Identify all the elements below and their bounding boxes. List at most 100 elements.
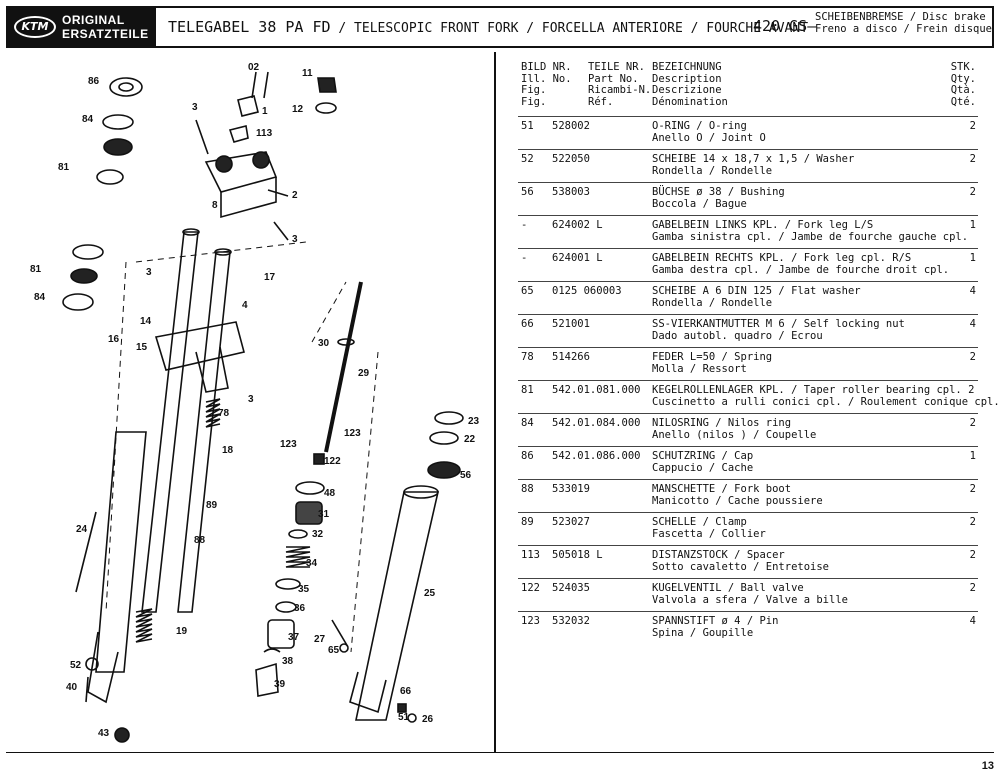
description-line-de-en: O-RING / O-ring [652,120,747,132]
header-fig: BILD NR. Ill. No. Fig. Fig. [521,61,572,108]
cell-qty: 2 [969,549,976,561]
nut-66-drawing [397,703,407,713]
callout-3c: 3 [146,267,152,278]
cell-qty: 2 [969,582,976,594]
part-37-drawing [267,619,295,649]
top-clamp-hole-left [215,155,233,173]
cap-86-hole [118,82,134,92]
fork-leg-right-drawing [355,491,440,721]
callout-23: 23 [468,416,480,427]
callout-12: 12 [292,104,304,115]
description-line-it-fr: Rondella / Rondelle [652,164,773,177]
callout-31: 31 [318,509,330,520]
axle-clamp-left-drawing [87,631,119,704]
cell-fig: 86 [521,450,534,462]
nilos-84-lower-drawing [62,293,94,311]
description-line-de-en: DISTANZSTOCK / Spacer [652,549,785,561]
cell-part-no: 542.01.086.000 [552,450,641,462]
steering-stem-drawing [195,346,229,393]
cell-part-no: 542.01.081.000 [552,384,641,396]
header-qty: STK. Qty. Qtà. Qté. [950,61,976,108]
axle-clamp-right-drawing [349,671,387,714]
page-title: TELEGABEL 38 PA FD / TELESCOPIC FRONT FO… [168,18,809,36]
callout-38: 38 [282,656,294,667]
washer-35-drawing [275,578,301,590]
cell-fig: 81 [521,384,534,396]
title-english: TELESCOPIC FRONT FORK [354,21,519,36]
description-line-de-en: GABELBEIN LINKS KPL. / Fork leg L/S [652,219,874,231]
callout-39: 39 [274,679,286,690]
description-line-it-fr: Rondella / Rondelle [652,296,773,309]
logo-text-original: ORIGINAL [62,13,125,27]
title-french: FOURCHE AVANT [706,21,809,36]
cell-fig: 52 [521,153,534,165]
cell-qty: 1 [969,450,976,462]
cell-qty: 2 [969,417,976,429]
callout-35: 35 [298,584,310,595]
callout-37: 37 [288,632,300,643]
ring-32-drawing [288,529,308,539]
bearing-81-lower-drawing [72,244,104,260]
cell-part-no: 532032 [552,615,590,627]
description-line-it-fr: Anello (nilos ) / Coupelle [652,428,817,441]
callout-3d: 3 [248,394,254,405]
callout-86: 86 [88,76,100,87]
cell-qty: 2 [969,186,976,198]
cell-part-no: 521001 [552,318,590,330]
cell-part-no: 524035 [552,582,590,594]
ktm-logo-mark: KTM [14,16,56,38]
cell-description: KEGELROLLENLAGER KPL. / Taper roller bea… [652,384,1000,408]
table-row: 81 542.01.081.000 KEGELROLLENLAGER KPL. / … [518,380,1000,413]
callout-30: 30 [318,338,330,349]
description-line-de-en: KEGELROLLENLAGER KPL. / Taper roller bea… [652,384,975,396]
cell-part-no: 0125 060003 [552,285,622,297]
bottom-rule [6,752,994,753]
nilos-ring-84-drawing [102,114,134,130]
cap-86-drawing [109,77,143,97]
callout-32: 32 [312,529,324,540]
bushing-56-drawing [427,461,461,479]
cell-fig: - [521,252,528,264]
callout-2: 2 [292,190,298,201]
callout-51: 51 [398,712,410,723]
callout-18: 18 [222,445,234,456]
cell-qty: 4 [969,615,976,627]
page-header: KTM ORIGINAL ERSATZTEILE TELEGABEL 38 PA… [6,6,994,48]
description-line-de-en: BÜCHSE ø 38 / Bushing [652,186,785,198]
cell-part-no: 538003 [552,186,590,198]
callout-16: 16 [108,334,120,345]
brake-line-2: Freno a disco / Frein disque [815,23,993,35]
callout-84: 84 [82,114,94,125]
callout-24: 24 [76,524,88,535]
callout-15: 15 [136,342,148,353]
fork-leg-right-top [403,485,439,499]
description-line-de-en: KUGELVENTIL / Ball valve [652,582,804,594]
spring-34-drawing [285,546,311,568]
bolt-2-drawing [267,189,289,197]
cell-part-no: 624001 L [552,252,603,264]
callout-123a: 123 [280,439,297,450]
description-line-de-en: MANSCHETTE / Fork boot [652,483,792,495]
callout-3: 3 [192,102,198,113]
callout-66: 66 [400,686,412,697]
fork-boot-88-drawing [135,608,153,643]
callout-89: 89 [206,500,218,511]
callout-29: 29 [358,368,370,379]
callout-19: 19 [176,626,188,637]
